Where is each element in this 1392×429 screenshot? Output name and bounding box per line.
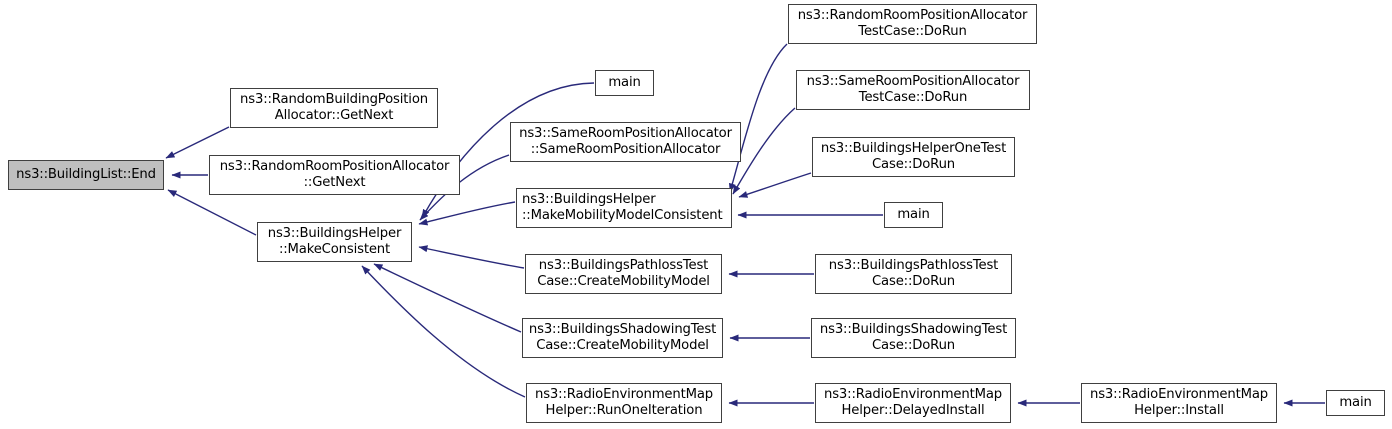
graph-node-label: ns3::RadioEnvironmentMap Helper::RunOneI… — [535, 387, 713, 418]
graph-node-random_room_position_testcase_dorun[interactable]: ns3::RandomRoomPositionAllocator TestCas… — [788, 4, 1037, 44]
edge-shadowingcreate-to-makeconsistent — [373, 263, 522, 333]
graph-node-label: main — [897, 207, 930, 222]
graph-node-label: ns3::SameRoomPositionAllocator ::SameRoo… — [519, 126, 732, 157]
graph-node-label: ns3::RadioEnvironmentMap Helper::Delayed… — [824, 387, 1002, 418]
graph-node-same_room_position_testcase_dorun[interactable]: ns3::SameRoomPositionAllocator TestCase:… — [796, 70, 1030, 110]
edge-pathlosscreate-to-makeconsistent — [418, 245, 525, 269]
edge-sameroomdorun-to-makemobility — [732, 107, 796, 195]
graph-node-label: ns3::SameRoomPositionAllocator TestCase:… — [806, 74, 1020, 105]
graph-node-buildings_pathloss_testcase_dorun[interactable]: ns3::BuildingsPathlossTest Case::DoRun — [815, 254, 1012, 294]
graph-node-main_right[interactable]: main — [1326, 390, 1385, 416]
graph-node-random_room_position_getnext[interactable]: ns3::RandomRoomPositionAllocator ::GetNe… — [209, 155, 460, 195]
graph-node-label: ns3::BuildingsHelperOneTest Case::DoRun — [820, 141, 1007, 172]
graph-node-main_top[interactable]: main — [595, 70, 654, 96]
graph-node-same_room_position_allocator_ctor[interactable]: ns3::SameRoomPositionAllocator ::SameRoo… — [510, 122, 741, 162]
graph-node-label: ns3::RandomBuildingPosition Allocator::G… — [240, 92, 428, 123]
graph-node-label: main — [608, 75, 641, 90]
graph-node-label: main — [1339, 395, 1372, 410]
graph-node-label: ns3::BuildingsPathlossTest Case::DoRun — [828, 258, 999, 289]
edge-makeconsistent-to-buildinglistend — [167, 189, 257, 236]
graph-node-label: ns3::BuildingsShadowingTest Case::Create… — [528, 322, 717, 353]
edge-randombuildingposition-to-buildinglistend — [165, 126, 230, 159]
graph-node-buildings_helper_makemobilitymodelconsistent[interactable]: ns3::BuildingsHelper ::MakeMobilityModel… — [516, 188, 732, 228]
graph-node-rem_helper_install[interactable]: ns3::RadioEnvironmentMap Helper::Install — [1081, 383, 1277, 423]
graph-node-building_list_end[interactable]: ns3::BuildingList::End — [8, 160, 164, 190]
graph-node-buildings_helper_one_testcase_dorun[interactable]: ns3::BuildingsHelperOneTest Case::DoRun — [812, 137, 1015, 177]
edge-makemobility-to-makeconsistent — [418, 201, 516, 226]
graph-node-buildings_pathloss_createmobilitymodel[interactable]: ns3::BuildingsPathlossTest Case::CreateM… — [525, 254, 722, 294]
graph-node-random_building_position_getnext[interactable]: ns3::RandomBuildingPosition Allocator::G… — [230, 88, 438, 128]
graph-node-label: ns3::BuildingsHelper ::MakeConsistent — [267, 226, 402, 257]
edge-helperonedorun-to-makemobility — [738, 172, 812, 198]
graph-node-main_middle[interactable]: main — [884, 202, 943, 228]
graph-node-buildings_helper_makeconsistent[interactable]: ns3::BuildingsHelper ::MakeConsistent — [257, 222, 412, 262]
edge-randomroomdorun-to-makemobility — [728, 43, 788, 193]
graph-node-label: ns3::RadioEnvironmentMap Helper::Install — [1090, 387, 1268, 418]
graph-node-label: ns3::BuildingsShadowingTest Case::DoRun — [819, 322, 1008, 353]
graph-node-rem_helper_runoneiteration[interactable]: ns3::RadioEnvironmentMap Helper::RunOneI… — [526, 383, 722, 423]
graph-node-rem_helper_delayedinstall[interactable]: ns3::RadioEnvironmentMap Helper::Delayed… — [815, 383, 1011, 423]
graph-node-label: ns3::BuildingsPathlossTest Case::CreateM… — [537, 258, 710, 289]
graph-node-label: ns3::BuildingList::End — [16, 167, 156, 182]
graph-node-buildings_shadowing_testcase_dorun[interactable]: ns3::BuildingsShadowingTest Case::DoRun — [811, 318, 1016, 358]
graph-node-label: ns3::RandomRoomPositionAllocator TestCas… — [797, 8, 1028, 39]
graph-node-label: ns3::RandomRoomPositionAllocator ::GetNe… — [219, 159, 450, 190]
graph-node-label: ns3::BuildingsHelper ::MakeMobilityModel… — [522, 192, 723, 223]
graph-node-buildings_shadowing_createmobilitymodel[interactable]: ns3::BuildingsShadowingTest Case::Create… — [522, 318, 723, 358]
edge-remrunone-to-makeconsistent — [361, 265, 526, 398]
